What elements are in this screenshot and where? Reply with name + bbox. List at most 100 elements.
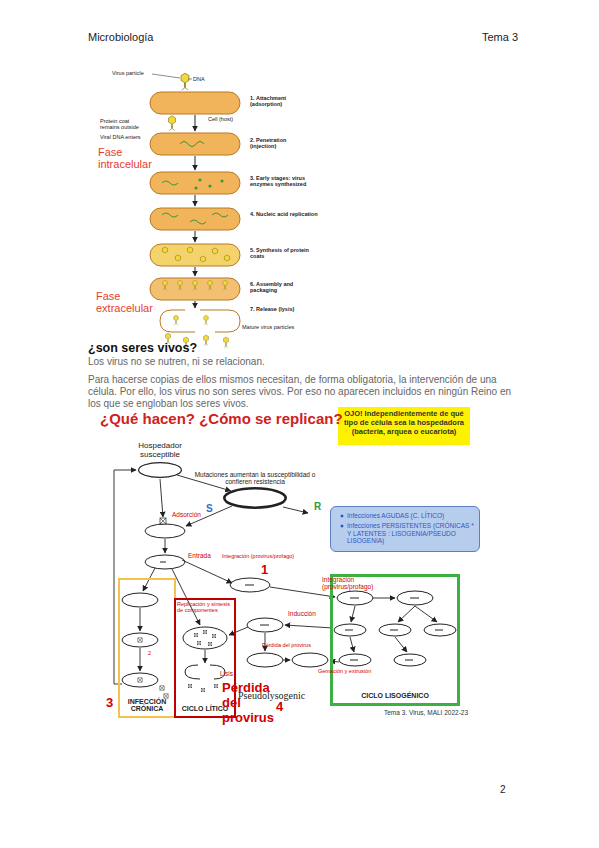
host-cell	[150, 244, 240, 266]
host-cell	[150, 133, 240, 155]
callout-number: 4	[276, 700, 288, 715]
bacterial-cell	[145, 524, 185, 538]
virus-particle	[174, 315, 179, 324]
virus-particle	[175, 255, 180, 261]
process-arrow	[283, 507, 308, 513]
diagram-caption: Tema 3. Virus, MALI 2022-23	[384, 709, 504, 716]
node-text: Hospedador susceptible	[120, 442, 200, 460]
bacterial-cell	[292, 653, 328, 667]
callout-number: 1	[261, 563, 273, 578]
virus-particle	[162, 247, 167, 253]
virus-symbol	[160, 518, 166, 524]
connector	[177, 475, 231, 491]
virus-symbol	[138, 678, 142, 682]
step-arrow	[195, 115, 196, 131]
illustration-label: Viral DNA enters	[100, 134, 155, 140]
process-arrow	[182, 560, 232, 583]
process-arrow	[398, 606, 415, 622]
info-box: Infecciones AGUDAS (C. LÍTICO)Infeccione…	[330, 506, 480, 552]
viral-dna	[180, 142, 204, 147]
node-text: Mutaciones aumentan la susceptibilidad o…	[190, 471, 320, 485]
virus-particle	[224, 255, 229, 261]
process-arrow	[140, 648, 141, 671]
process-arrow	[140, 608, 141, 631]
virus-particle	[200, 256, 205, 262]
page-number: 2	[500, 784, 520, 796]
diagram-label: R	[314, 501, 326, 513]
bacterial-cell	[122, 593, 158, 607]
virus-particle	[162, 73, 229, 347]
illustration-label: Mature virus particles	[242, 324, 312, 330]
phase-label: Fase intracelular	[98, 146, 168, 170]
node-text: Infecciones PERSISTENTES (CRÓNICAS * Y L…	[339, 522, 475, 544]
step-arrow	[195, 115, 196, 308]
step-arrow	[195, 195, 196, 206]
host-cell	[150, 278, 240, 300]
step-arrow	[195, 156, 196, 170]
virus-particle	[223, 280, 228, 289]
process-arrow	[283, 660, 290, 661]
viral-dna	[162, 142, 228, 225]
diagram-label: Entrada	[188, 552, 218, 559]
host-cell	[160, 310, 240, 332]
virus-particle	[181, 73, 189, 90]
diagram-label: 2	[148, 650, 182, 656]
phase-label: Fase extracelular	[96, 290, 166, 314]
bacterial-cell	[122, 673, 158, 687]
virus-particle	[187, 247, 192, 253]
cell-outline	[223, 487, 287, 509]
diagram-label: Integración (provirus/profago)	[222, 553, 312, 559]
diagram-label: Lisis	[220, 670, 245, 677]
cycle-box: INFECCIÓN CRÓNICA	[118, 578, 176, 718]
virus-particle	[208, 280, 213, 289]
process-arrow	[172, 569, 200, 625]
cycle-box: CICLO LISOGÉNICO	[330, 574, 460, 706]
virus-symbol	[214, 684, 218, 688]
process-arrow	[395, 637, 407, 652]
viral-enzyme	[208, 184, 211, 187]
page-header: Tema 3	[482, 31, 542, 44]
viral-enzyme	[220, 179, 223, 182]
diagram-label: Gemación y extrusión	[318, 668, 378, 674]
process-arrow	[351, 606, 355, 622]
step-arrow	[195, 267, 196, 276]
host-cell	[150, 172, 240, 194]
virus-particle	[224, 337, 229, 348]
bacterial-cell	[185, 665, 225, 679]
paragraph: Para hacerse copias de ellos mismos nece…	[88, 374, 513, 410]
process-arrow	[160, 479, 163, 517]
step-label: 7. Release (lysis)	[250, 306, 320, 312]
process-arrow	[229, 627, 248, 635]
process-arrow	[373, 598, 395, 599]
step-label: 5. Synthesis of protein coats	[250, 247, 320, 260]
virus-symbol	[208, 642, 212, 646]
section-heading: ¿son seres vivos?	[88, 341, 388, 355]
step-arrow	[195, 231, 196, 242]
node-text: INFECCIÓN CRÓNICA	[120, 698, 174, 713]
virus-symbol	[201, 688, 205, 692]
bacterial-cell	[122, 633, 158, 647]
viral-enzyme	[194, 178, 223, 189]
viral-dna	[162, 181, 178, 185]
mutant-cell: Mutaciones aumentan la susceptibilidad o…	[223, 487, 287, 509]
node-text: CICLO LISOGÉNICO	[333, 692, 457, 700]
leader-line	[152, 74, 192, 79]
virus-particle	[178, 280, 183, 289]
page-header: Microbiología	[88, 31, 238, 44]
viral-enzyme	[194, 186, 197, 189]
illustration-label: DNA	[193, 76, 223, 82]
leader-line	[152, 74, 180, 78]
process-arrow	[350, 637, 354, 652]
diagram-label: Integración (provirus/profago)	[322, 576, 392, 591]
callout-number: Pérdida del provirus	[222, 681, 234, 726]
virus-symbol	[194, 633, 198, 637]
virus-symbol	[203, 630, 207, 634]
virus-particle	[204, 335, 209, 346]
step-label: 3. Early stages: virus enzymes synthesiz…	[250, 175, 320, 188]
note-box: OJO! Independientemente de qué tipo de c…	[338, 407, 470, 445]
process-arrow	[205, 650, 206, 663]
virus-symbol	[138, 495, 255, 698]
step-label: 6. Assembly and packaging	[250, 281, 320, 294]
callout-number: 3	[106, 696, 118, 711]
